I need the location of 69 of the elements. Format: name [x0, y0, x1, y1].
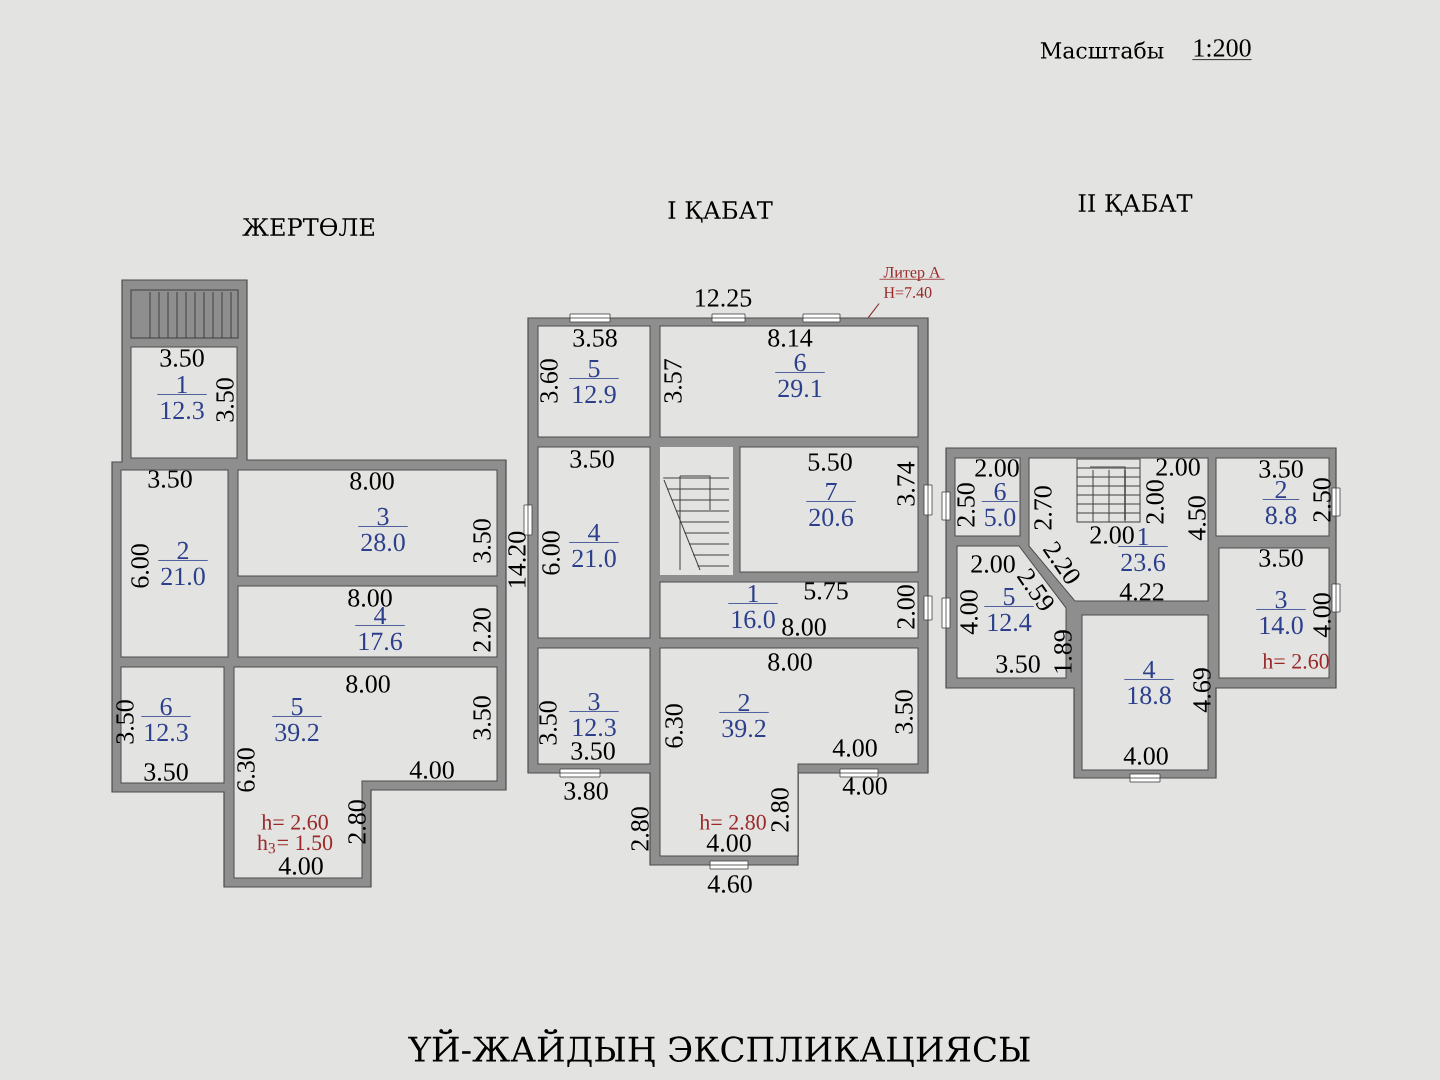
- dimension-label: 2.80: [348, 800, 366, 844]
- dimension-label: 8.00: [348, 589, 392, 607]
- dimension-label: 3.74: [897, 461, 915, 506]
- leader-line: [867, 303, 880, 319]
- dimension-label: 3.50: [539, 701, 557, 745]
- dimension-label: 8.14: [768, 329, 813, 347]
- dimension-label: 4.00: [842, 777, 887, 795]
- dimension-label: 5.50: [808, 453, 852, 471]
- dimension-label: 6.00: [542, 531, 560, 575]
- dimension-label: 2.00: [971, 555, 1015, 573]
- dimension-label: 1.89: [1054, 630, 1072, 673]
- height-label: h= 2.60: [261, 814, 328, 830]
- dimension-label: 2.50: [957, 483, 975, 527]
- dimension-label: 3.80: [564, 782, 608, 800]
- dimension-label: 3.50: [216, 378, 234, 422]
- dimension-label: 4.00: [409, 761, 454, 779]
- height-label: h= 2.60: [1262, 653, 1329, 669]
- dimension-label: 4.00: [278, 857, 323, 875]
- dimension-label: 3.50: [144, 763, 188, 781]
- dimension-label: 6.00: [131, 544, 149, 588]
- dimension-label: 2.80: [771, 788, 789, 832]
- dimension-label: 2.50: [1313, 478, 1331, 522]
- dimension-label: 3.57: [664, 359, 682, 403]
- floor-heading: I ҚАБАТ: [668, 201, 773, 223]
- floor-heading: II ҚАБАТ: [1078, 194, 1193, 216]
- dimension-label: 2.00: [975, 459, 1019, 477]
- dimension-label: 4.00: [1123, 747, 1168, 765]
- dimension-label: 3.50: [571, 742, 615, 760]
- height-label: h$_{3}$= 1.50: [257, 834, 333, 854]
- dimension-label: 3.58: [573, 329, 617, 347]
- dimension-label: 8.00: [346, 675, 390, 693]
- dimension-label: 3.50: [570, 450, 614, 468]
- dimension-label: 8.00: [782, 618, 826, 636]
- dimension-label: 4.69: [1193, 668, 1211, 713]
- dimension-label: 12.25: [696, 289, 752, 307]
- dimension-label: 5.75: [804, 582, 848, 600]
- dimension-label: 2.00: [1090, 526, 1134, 544]
- dimension-label: 2.00: [897, 585, 915, 629]
- dimension-label: 6.30: [237, 748, 255, 792]
- dimension-label: 3.50: [160, 349, 204, 367]
- dimension-label: 3.60: [540, 359, 558, 403]
- dimension-label: 3.50: [895, 690, 913, 734]
- letter-label: Литер А H=7.40: [879, 266, 945, 298]
- height-label: h= 2.80: [699, 814, 766, 830]
- dimension-label: 2.70: [1034, 486, 1052, 530]
- dimension-label: 8.00: [350, 472, 394, 490]
- dimension-label: 4.00: [832, 739, 877, 757]
- dimension-label: 3.50: [473, 696, 491, 740]
- floor-heading: ЖЕРТӨЛЕ: [242, 217, 374, 237]
- dimension-label: 4.00: [1313, 593, 1331, 638]
- dimension-label: 3.50: [1259, 460, 1303, 478]
- dimension-label: 4.50: [1188, 496, 1206, 541]
- caption: ҮЙ-ЖАЙДЫҢ ЭКСПЛИКАЦИЯСЫ: [408, 1029, 1030, 1067]
- dimension-label: 3.50: [473, 519, 491, 563]
- dimension-label: 3.50: [1259, 549, 1303, 567]
- scale-value: 1:200: [1192, 39, 1252, 60]
- dimension-label: 2.00: [1156, 458, 1200, 476]
- dimension-label: 2.80: [631, 807, 649, 851]
- dimension-label: 3.50: [996, 655, 1040, 673]
- dimension-label: 8.00: [768, 653, 812, 671]
- dimension-label: 3.50: [148, 470, 192, 488]
- dimension-label: 2.20: [473, 608, 491, 652]
- dimension-label: 14.20: [508, 531, 526, 587]
- scale-label: Масштабы: [1040, 41, 1164, 59]
- dimension-label: 4.22: [1119, 583, 1164, 601]
- dimension-label: 4.00: [960, 590, 978, 635]
- dimension-label: 6.30: [665, 704, 683, 748]
- dimension-label: 2.00: [1146, 480, 1164, 524]
- dimension-label: 4.00: [706, 834, 751, 852]
